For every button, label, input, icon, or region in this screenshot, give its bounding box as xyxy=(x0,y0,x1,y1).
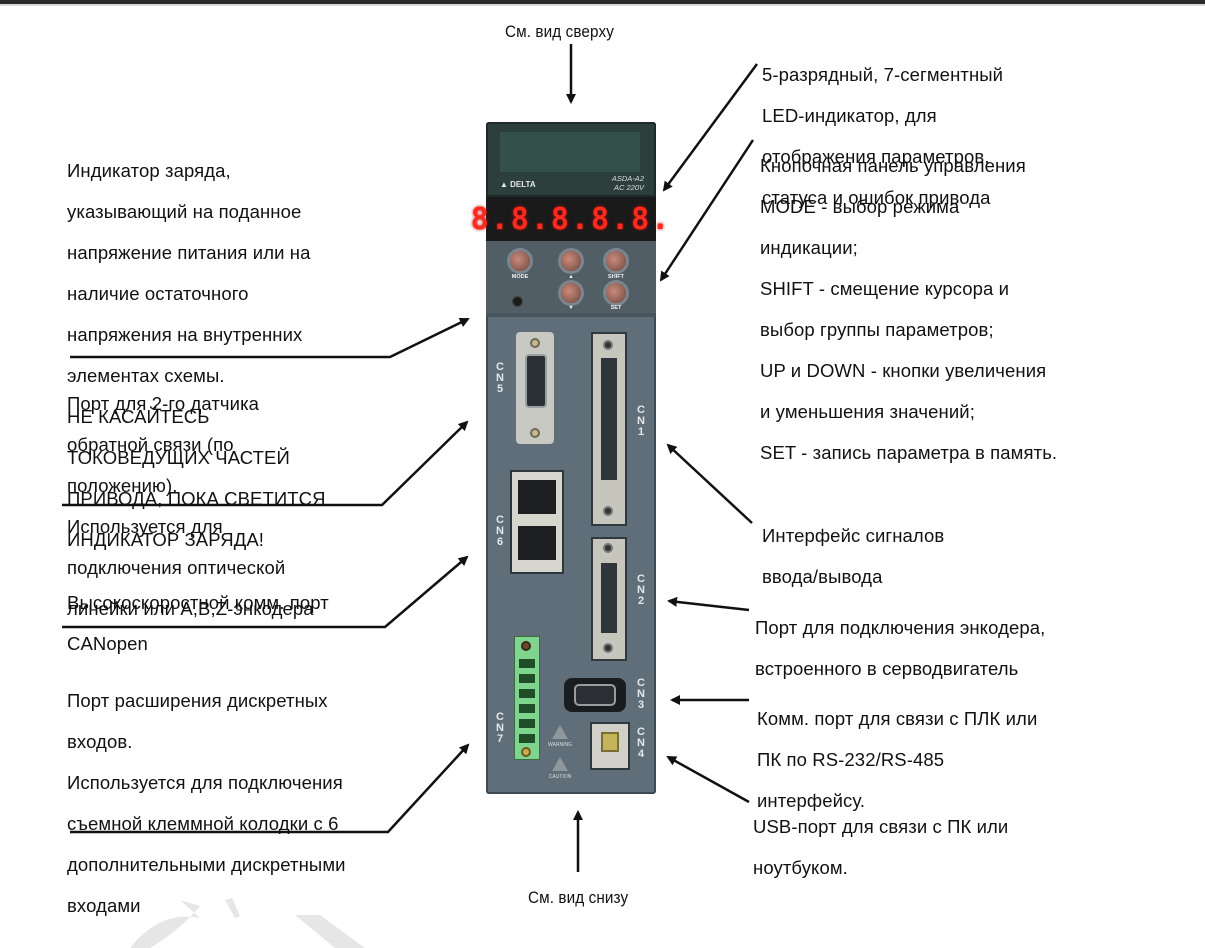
terminal-pin xyxy=(519,719,535,728)
warning-label: WARNING xyxy=(548,742,572,748)
bottom-view-label: См. вид снизу xyxy=(528,888,629,907)
cn2-socket xyxy=(601,563,617,633)
top-border-shadow xyxy=(0,4,1205,6)
screw-icon xyxy=(603,543,613,553)
keypad-arrow xyxy=(659,139,755,282)
cn4-usb-connector xyxy=(590,722,630,770)
terminal-pin xyxy=(519,704,535,713)
screw-icon xyxy=(521,747,531,757)
model-label: ASDA-A2 AC 220V xyxy=(611,174,644,192)
cn2-label: C N 2 xyxy=(637,573,645,607)
caution-label: CAUTION xyxy=(548,774,572,780)
cn5-arrow xyxy=(62,420,469,507)
charge-indicator-arrow xyxy=(70,317,470,359)
cn7-label: C N 7 xyxy=(496,711,504,745)
mode-key[interactable] xyxy=(510,251,530,271)
brand-logo: ▲ DELTA xyxy=(500,180,536,189)
annotation-cn5-feedback: Порт для 2-го датчика обратной связи (по… xyxy=(67,392,314,619)
annotation-cn3-comm: Комм. порт для связи с ПЛК или ПК по RS-… xyxy=(757,707,1038,811)
shift-key-label: SHIFT xyxy=(608,274,624,280)
screw-icon xyxy=(603,340,613,350)
terminal-pin xyxy=(519,659,535,668)
led-display-arrow xyxy=(662,63,759,192)
cn6-label: C N 6 xyxy=(496,514,504,548)
cn7-arrow xyxy=(70,743,470,834)
usb-socket xyxy=(601,732,619,752)
led-display: 8.8.8.8.8. xyxy=(471,197,669,241)
cn2-encoder-connector xyxy=(591,537,627,661)
top-cover: ▲ DELTA ASDA-A2 AC 220V xyxy=(486,122,656,197)
cn5-label: C N 5 xyxy=(496,361,504,395)
terminal-pin xyxy=(519,689,535,698)
down-key-label: ▼ xyxy=(568,305,574,311)
annotation-cn6-canopen: Высокоскоростной комм. порт CANopen xyxy=(67,591,329,654)
warning-icon xyxy=(552,725,568,739)
cn4-label: C N 4 xyxy=(637,726,645,760)
set-key-label: SET xyxy=(610,305,622,311)
cn1-socket xyxy=(601,358,617,480)
cn1-label: C N 1 xyxy=(637,404,645,438)
top-border xyxy=(0,0,1205,4)
annotation-cn1-io: Интерфейс сигналов ввода/вывода xyxy=(762,524,945,587)
cn4-arrow xyxy=(666,755,750,804)
cn3-label: C N 3 xyxy=(637,677,645,711)
screw-icon xyxy=(530,338,540,348)
screw-icon xyxy=(603,643,613,653)
cn6-rj45-connector xyxy=(510,470,564,574)
up-key-label: ▲ xyxy=(568,274,574,280)
db9-socket xyxy=(525,354,547,408)
terminal-pin xyxy=(519,674,535,683)
caution-icon xyxy=(552,757,568,771)
cn3-comm-connector xyxy=(564,678,626,712)
watermark-logo xyxy=(130,898,365,948)
annotation-cn4-usb: USB-порт для связи с ПК или ноутбуком. xyxy=(753,815,1009,878)
cn3-socket xyxy=(574,684,616,706)
mode-key-label: MODE xyxy=(511,274,529,280)
keypad: MODE ▲ SHIFT ▼ SET xyxy=(486,241,656,313)
terminal-pin xyxy=(519,734,535,743)
cn2-arrow xyxy=(667,596,750,612)
annotation-led-display: 5-разрядный, 7-сегментный LED-индикатор,… xyxy=(762,63,1004,208)
annotation-keypad: Кнопочная панель управления MODE - выбор… xyxy=(760,154,1058,463)
screw-icon xyxy=(530,428,540,438)
rj45-jack-lower xyxy=(518,526,556,560)
cover-window xyxy=(500,132,640,172)
down-key[interactable] xyxy=(561,283,581,303)
up-key[interactable] xyxy=(561,251,581,271)
annotation-cn2-encoder: Порт для подключения энкодера, встроенно… xyxy=(755,616,1046,679)
set-key[interactable] xyxy=(606,283,626,303)
screw-icon xyxy=(521,641,531,651)
shift-key[interactable] xyxy=(606,251,626,271)
cn1-io-connector xyxy=(591,332,627,526)
cn6-arrow xyxy=(62,555,469,629)
rj45-jack-upper xyxy=(518,480,556,514)
panel-divider xyxy=(486,313,656,317)
led-digits: 8.8.8.8.8. xyxy=(470,201,672,237)
servo-drive: ▲ DELTA ASDA-A2 AC 220V 8.8.8.8.8. MODE … xyxy=(471,122,669,794)
annotation-cn7-digital-inputs: Порт расширения дискретных входов. Испол… xyxy=(67,689,346,916)
top-view-label: См. вид сверху xyxy=(505,22,614,41)
cn1-arrow xyxy=(666,443,753,524)
annotation-charge-indicator: Индикатор заряда, указывающий на поданно… xyxy=(67,159,326,550)
cn5-db9-connector xyxy=(516,332,554,444)
screw-icon xyxy=(603,506,613,516)
charge-indicator-led xyxy=(512,296,523,307)
cn7-terminal-block xyxy=(514,636,540,760)
